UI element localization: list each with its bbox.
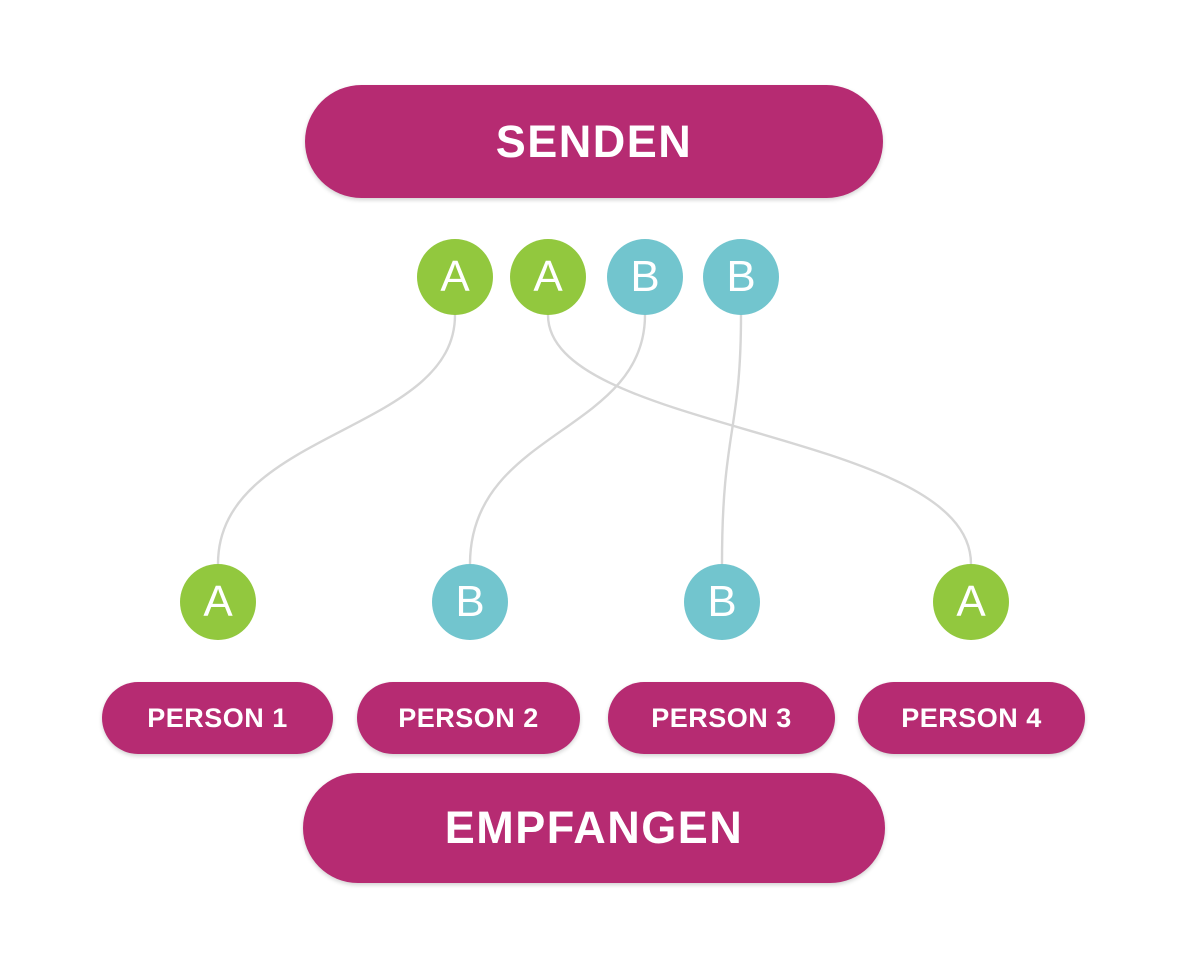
person-3-label: PERSON 3: [651, 702, 792, 733]
empfangen-pill: EMPFANGEN: [303, 773, 885, 883]
receiver-node-2-label: B: [455, 577, 485, 626]
person-4-label: PERSON 4: [901, 702, 1042, 733]
sender-node-4-label: B: [726, 252, 756, 301]
person-2-pill: PERSON 2: [357, 682, 580, 754]
person-1-pill: PERSON 1: [102, 682, 333, 754]
receiver-node-1-label: A: [203, 577, 233, 626]
empfangen-label: EMPFANGEN: [444, 802, 744, 853]
person-1-label: PERSON 1: [147, 702, 288, 733]
connection-sender-2-to-person-4: [546, 313, 973, 566]
sender-node-2-label: A: [533, 252, 563, 301]
receiver-node-4-label: A: [956, 577, 986, 626]
receiver-node-3: B: [684, 564, 760, 640]
sender-node-1: A: [417, 239, 493, 315]
senden-label: SENDEN: [495, 115, 693, 167]
sender-node-4: B: [703, 239, 779, 315]
person-4-pill: PERSON 4: [858, 682, 1085, 754]
receiver-node-1: A: [180, 564, 256, 640]
receiver-node-3-label: B: [707, 577, 737, 626]
person-2-label: PERSON 2: [398, 702, 539, 733]
sender-node-3: B: [607, 239, 683, 315]
sender-node-1-label: A: [440, 252, 470, 301]
person-3-pill: PERSON 3: [608, 682, 835, 754]
connection-sender-1-to-person-1: [216, 313, 457, 566]
connection-sender-4-to-person-3: [720, 313, 743, 566]
sender-node-3-label: B: [630, 252, 660, 301]
receiver-node-4: A: [933, 564, 1009, 640]
receiver-node-2: B: [432, 564, 508, 640]
sender-node-2: A: [510, 239, 586, 315]
connection-sender-3-to-person-2: [468, 313, 647, 566]
senden-pill: SENDEN: [305, 85, 883, 198]
